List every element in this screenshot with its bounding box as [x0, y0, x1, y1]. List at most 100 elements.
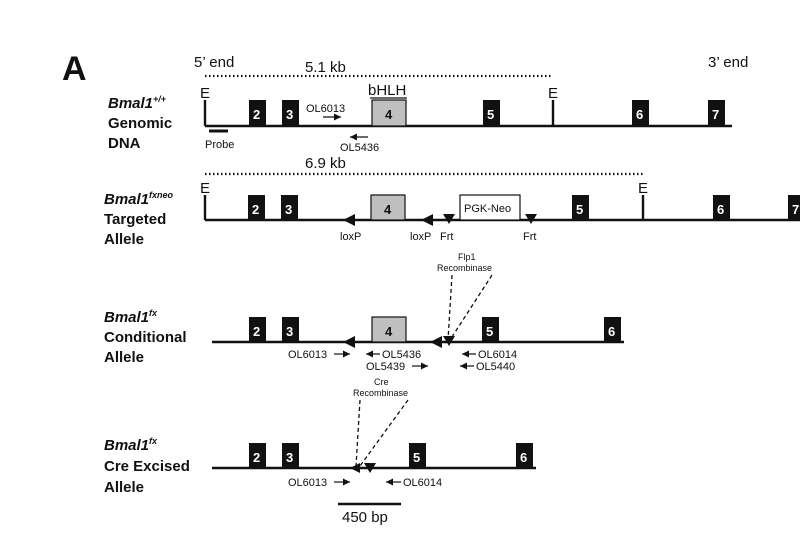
loxp-site — [343, 214, 355, 226]
three-prime-end-label: 3’ end — [708, 54, 748, 71]
frt-label: Frt — [523, 231, 536, 243]
exon-5-label: 5 — [486, 324, 493, 339]
loxp-site — [430, 336, 442, 348]
exon-7 — [788, 195, 800, 220]
exon-3-label: 3 — [286, 107, 293, 122]
cre-label-line1: Cre — [374, 377, 389, 387]
ecori-label: E — [548, 85, 558, 102]
exon-6-label: 6 — [520, 450, 527, 465]
row-cre-excised-allele: Bmal1fx Cre Excised Allele 2 3 5 6 OL601… — [104, 436, 536, 526]
row2-line2: Targeted — [104, 211, 166, 228]
exon-2 — [249, 100, 266, 126]
panel-label: A — [62, 50, 87, 88]
row1-line3: DNA — [108, 135, 141, 152]
exon-3-label: 3 — [286, 450, 293, 465]
exon-4 — [371, 316, 407, 343]
primer-ol6013: OL6013 — [288, 349, 327, 361]
exon-3 — [282, 317, 299, 342]
ecori-label: E — [200, 85, 210, 102]
exon-2-label: 2 — [253, 324, 260, 339]
five-prime-end-label: 5’ end — [194, 54, 234, 71]
cre-dashed-line — [359, 399, 409, 467]
row1-line2: Genomic — [108, 115, 172, 132]
pgk-neo-label: PGK-Neo — [464, 203, 511, 215]
exon-6-label: 6 — [608, 324, 615, 339]
exon-6 — [632, 100, 649, 126]
exon-3 — [281, 195, 298, 220]
frt-site — [443, 214, 455, 224]
exon-2-label: 2 — [253, 107, 260, 122]
exon-2 — [249, 317, 266, 342]
loxp-site — [350, 463, 360, 473]
primer-ol6014: OL6014 — [478, 349, 517, 361]
exon-2 — [249, 443, 266, 468]
exon-3-label: 3 — [285, 202, 292, 217]
exon-5 — [409, 443, 426, 468]
row2-gene-label: Bmal1fxneo — [104, 190, 174, 208]
exon-5-label: 5 — [576, 202, 583, 217]
primer-ol6014: OL6014 — [403, 477, 442, 489]
exon-4-label: 4 — [385, 107, 393, 122]
row3-gene-label: Bmal1fx — [104, 308, 158, 326]
loxp-site — [421, 214, 433, 226]
flp-label-line1: Flp1 — [458, 252, 476, 262]
exon-4-label: 4 — [384, 202, 392, 217]
row-genomic-dna: Bmal1+/+ Genomic DNA 5.1 kb bHLH E E 2 3… — [108, 59, 732, 154]
row4-line2: Cre Excised — [104, 458, 190, 475]
row3-line2: Conditional — [104, 329, 187, 346]
pgk-neo-cassette — [459, 194, 521, 221]
loxp-site — [343, 336, 355, 348]
probe-label: Probe — [205, 139, 234, 151]
row4-line3: Allele — [104, 479, 144, 496]
kb-label-6-9: 6.9 kb — [305, 155, 346, 172]
exon-2-label: 2 — [252, 202, 259, 217]
primer-ol5440: OL5440 — [476, 361, 515, 373]
exon-4 — [371, 99, 407, 127]
row-conditional-allele: Bmal1fx Conditional Allele 2 3 4 5 6 OL6… — [104, 308, 624, 398]
cre-dashed-line — [355, 399, 361, 467]
frt-site — [443, 336, 455, 346]
exon-4 — [370, 194, 406, 221]
exon-5-label: 5 — [413, 450, 420, 465]
exon-5 — [572, 195, 589, 220]
flp-dashed-line — [447, 274, 453, 341]
primer-ol5436: OL5436 — [340, 142, 379, 154]
loxp-label: loxP — [410, 231, 431, 243]
flp-label-line2: Recombinase — [437, 263, 492, 273]
exon-4-label: 4 — [385, 324, 393, 339]
exon-6 — [713, 195, 730, 220]
exon-3 — [282, 443, 299, 468]
exon-5-label: 5 — [487, 107, 494, 122]
primer-ol5436: OL5436 — [382, 349, 421, 361]
ecori-label: E — [638, 180, 648, 197]
exon-5 — [482, 317, 499, 342]
kb-label-5-1: 5.1 kb — [305, 59, 346, 76]
exon-5 — [483, 100, 500, 126]
exon-3 — [282, 100, 299, 126]
exon-7 — [708, 100, 725, 126]
flp-dashed-line — [449, 274, 493, 341]
primer-ol5439: OL5439 — [366, 361, 405, 373]
row3-line3: Allele — [104, 349, 144, 366]
frt-label: Frt — [440, 231, 453, 243]
loxp-label: loxP — [340, 231, 361, 243]
exon-2-label: 2 — [253, 450, 260, 465]
exon-7-label: 7 — [792, 202, 799, 217]
row1-gene-label: Bmal1+/+ — [108, 94, 167, 112]
scale-bar-label: 450 bp — [342, 509, 388, 526]
exon-6-label: 6 — [636, 107, 643, 122]
row4-gene-label: Bmal1fx — [104, 436, 158, 454]
frt-site — [525, 214, 537, 224]
row-targeted-allele: Bmal1fxneo Targeted Allele 6.9 kb E E 2 … — [104, 155, 800, 273]
exon-7-label: 7 — [712, 107, 719, 122]
exon-6 — [604, 317, 621, 342]
cre-label-line2: Recombinase — [353, 388, 408, 398]
primer-ol6013: OL6013 — [306, 103, 345, 115]
exon-6 — [516, 443, 533, 468]
row2-line3: Allele — [104, 231, 144, 248]
exon-6-label: 6 — [717, 202, 724, 217]
frt-site — [364, 463, 376, 473]
exon-2 — [248, 195, 265, 220]
exon-3-label: 3 — [286, 324, 293, 339]
ecori-label: E — [200, 180, 210, 197]
